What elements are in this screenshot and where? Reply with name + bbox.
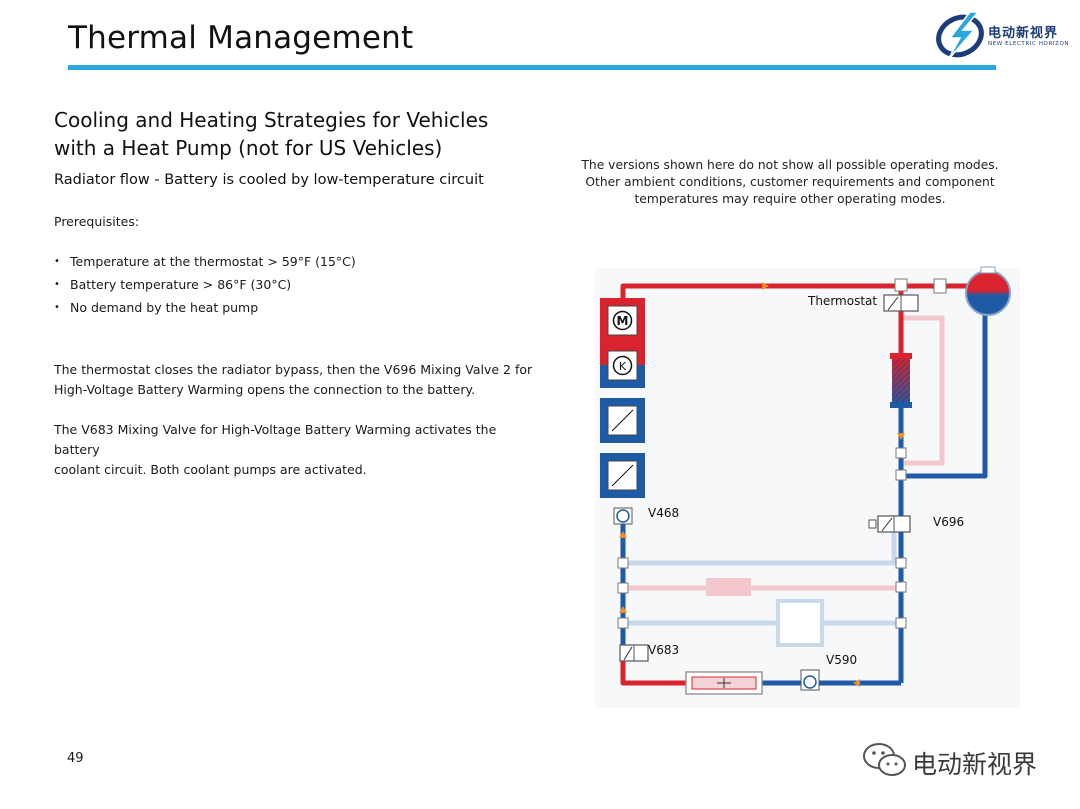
svg-text:K: K (619, 360, 627, 373)
left-component-stack: M K (600, 298, 645, 498)
section-heading: Cooling and Heating Strategies for Vehic… (54, 106, 524, 162)
paragraph-line: The V683 Mixing Valve for High-Voltage B… (54, 422, 497, 457)
note-line: The versions shown here do not show all … (581, 158, 999, 172)
heading-line-1: Cooling and Heating Strategies for Vehic… (54, 108, 489, 132)
paragraph-line: coolant circuit. Both coolant pumps are … (54, 462, 367, 477)
label-v696: V696 (933, 515, 964, 529)
paragraph-line: High-Voltage Battery Warming opens the c… (54, 382, 476, 397)
page-title: Thermal Management (68, 20, 414, 56)
heading-line-2: with a Heat Pump (not for US Vehicles) (54, 136, 443, 160)
inactive-heater-element (706, 578, 751, 596)
logo-text-en: NEW ELECTRIC HORIZON (988, 41, 1070, 47)
v696-valve-icon (868, 515, 911, 533)
list-item: No demand by the heat pump (54, 299, 356, 322)
label-v683: V683 (648, 643, 679, 657)
paragraph-line: The thermostat closes the radiator bypas… (54, 362, 533, 377)
coolant-circuit-diagram: Thermostat V696 M K (595, 266, 1020, 708)
note-line: temperatures may require other operating… (634, 192, 946, 206)
title-underline (68, 65, 996, 70)
operating-modes-note: The versions shown here do not show all … (574, 157, 1006, 208)
label-v468: V468 (648, 506, 679, 520)
thermostat-valve-icon (883, 294, 919, 312)
connector-block (933, 278, 947, 294)
wechat-icon (863, 743, 906, 776)
connector-block (894, 278, 908, 292)
paragraph-thermostat: The thermostat closes the radiator bypas… (54, 360, 534, 400)
svg-text:M: M (617, 314, 629, 328)
v683-valve-icon (619, 644, 649, 662)
paragraph-v683: The V683 Mixing Valve for High-Voltage B… (54, 420, 534, 480)
prerequisite-list: Temperature at the thermostat > 59°F (15… (54, 253, 356, 322)
v468-pump-icon (613, 507, 633, 525)
brand-logo-icon (936, 11, 984, 61)
battery-cooler (890, 353, 912, 408)
label-v590: V590 (826, 653, 857, 667)
inactive-pipes (620, 315, 945, 626)
logo-text-cn: 电动新视界 (988, 26, 1059, 41)
label-thermostat: Thermostat (807, 294, 877, 308)
expansion-tank (965, 266, 1011, 316)
hv-battery-icon (685, 671, 763, 695)
page-number: 49 (67, 751, 84, 766)
list-item: Temperature at the thermostat > 59°F (15… (54, 253, 356, 276)
list-item: Battery temperature > 86°F (30°C) (54, 276, 356, 299)
flow-arrows (619, 282, 905, 687)
v590-pump-icon (800, 669, 820, 691)
inactive-heat-exchanger (776, 599, 824, 647)
watermark-text: 电动新视界 (912, 750, 1038, 779)
subheading: Radiator flow - Battery is cooled by low… (54, 172, 484, 188)
pipe-connectors (617, 447, 907, 629)
prerequisites-label: Prerequisites: (54, 214, 140, 229)
note-line: Other ambient conditions, customer requi… (585, 175, 995, 189)
